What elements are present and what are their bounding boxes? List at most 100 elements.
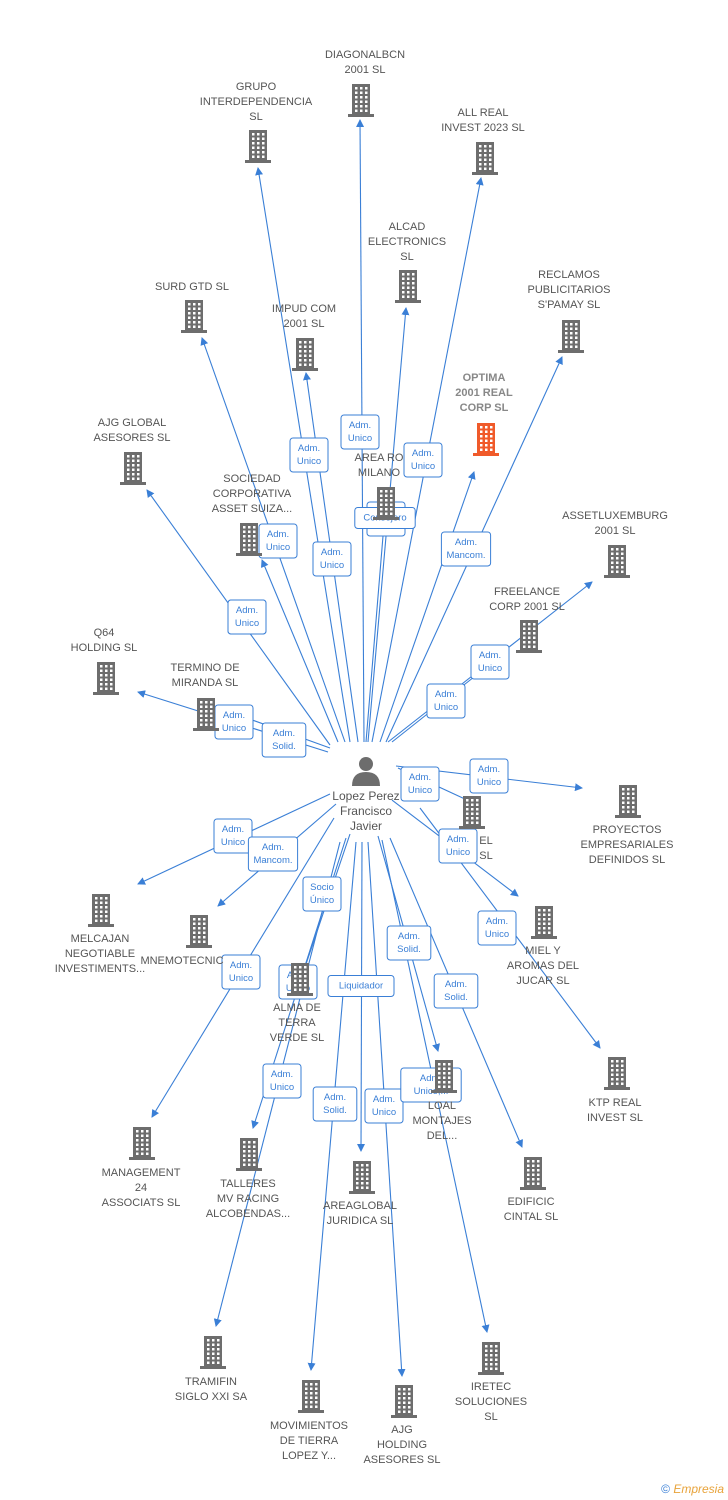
edge-label-tramifin[interactable]: Adm.Unico [262, 1063, 302, 1099]
company-name-line: AJG GLOBAL [98, 417, 166, 429]
company-node-melcajan[interactable]: MELCAJANNEGOTIABLEINVESTIMENTS... [55, 894, 145, 975]
edge-label-termino-miranda[interactable]: Adm.Solid. [261, 722, 307, 758]
edge-label-text: Adm. [478, 764, 500, 775]
edge-label-diagonalbcn[interactable]: Adm.Unico [340, 414, 380, 450]
edge-label-box [340, 414, 380, 450]
edge-label-movimientos-tierra[interactable]: Adm.Solid. [312, 1086, 358, 1122]
edge-label-all-real-invest[interactable]: Adm.Unico [403, 442, 443, 478]
company-name-line: AROMAS DEL [507, 960, 579, 972]
edge-label-q64-holding[interactable]: Adm.Unico [214, 704, 254, 740]
edge-label-optima-2001[interactable]: Adm.Mancom. [440, 531, 492, 567]
company-name-line: SOCIEDAD [223, 473, 281, 485]
company-node-loal-montajes[interactable]: LOALMONTAJESDEL... [412, 1060, 472, 1142]
company-name-line: SL [400, 251, 413, 263]
company-node-sociedad-corporativa[interactable]: SOCIEDAD CORPORATIVA ASSET SUIZA... [212, 473, 293, 556]
company-node-mnemotecnic[interactable]: MNEMOTECNIC [140, 915, 224, 967]
company-node-surd-gtd[interactable]: SURD GTD SL [155, 281, 229, 333]
edge-label-sociedad-corporativa[interactable]: Adm.Unico [258, 523, 298, 559]
building-icon [516, 620, 542, 653]
company-name-line: CORPORATIVA [213, 488, 292, 500]
edge-label-melcajan[interactable]: Adm.Unico [213, 818, 253, 854]
edge-label-el-sl[interactable]: Adm.Unico [400, 766, 440, 802]
edge-label-loal-montajes[interactable]: Adm.Solid. [386, 925, 432, 961]
edge-label-assetluxemburg[interactable]: Adm.Unico [470, 644, 510, 680]
company-name-line: SL [249, 111, 262, 123]
edge-label-text: Adm. [479, 650, 501, 661]
edge-label-miel-aromas[interactable]: Adm.Unico [438, 828, 478, 864]
edge-label-ktp-real[interactable]: Adm.Unico [477, 910, 517, 946]
building-icon [88, 894, 114, 927]
building-icon [120, 452, 146, 485]
edge-area-ro-milano [365, 523, 388, 743]
edge-label-text: Adm. [445, 979, 467, 990]
edge-label-text: Adm. [486, 916, 508, 927]
edge-label-box [327, 975, 395, 997]
company-name-line: Q64 [94, 627, 115, 639]
company-name-line: JURIDICA SL [327, 1215, 394, 1227]
copyright-footer[interactable]: © Empresia [661, 1482, 724, 1496]
edge-label-text: Solid. [323, 1105, 347, 1116]
edge-label-grupo-interdependencia[interactable]: Adm.Unico [289, 437, 329, 473]
company-name-line: SOLUCIONES [455, 1396, 527, 1408]
company-name-line: TERMINO DE [170, 662, 239, 674]
edge-label-text: Unico [446, 847, 470, 858]
person-name-line: Lopez Perez [332, 789, 399, 803]
edge-label-box [261, 722, 307, 758]
company-name-line: 2001 REAL [455, 387, 513, 399]
edge-label-impud-com[interactable]: Adm.Unico [312, 541, 352, 577]
edge-label-text: Unico [229, 973, 253, 984]
edge-label-text: Socio [310, 882, 334, 893]
edge-label-areaglobal[interactable]: Liquidador [327, 975, 395, 997]
edge-label-box [433, 973, 479, 1009]
edge-label-edificic-cintal[interactable]: Adm.Solid. [433, 973, 479, 1009]
company-name-line: MANAGEMENT [102, 1167, 181, 1179]
edge-label-text: Mancom. [253, 855, 292, 866]
building-icon [298, 1380, 324, 1413]
company-name-line: INVEST SL [587, 1112, 643, 1124]
edge-label-management-24[interactable]: Adm.Unico [221, 954, 261, 990]
company-name-line: ALMA DE [273, 1002, 321, 1014]
edge-label-text: Adm. [373, 1094, 395, 1105]
edge-label-proyectos-empresariales[interactable]: Adm.Unico [469, 758, 509, 794]
edge-label-mnemotecnic[interactable]: Adm.Mancom. [247, 836, 299, 872]
edge-label-freelance-corp[interactable]: Adm.Unico [426, 683, 466, 719]
edge-label-box [289, 437, 329, 473]
company-name-line: EL [479, 835, 492, 847]
edge-label-ajg-global[interactable]: Adm.Unico [227, 599, 267, 635]
edge-label-text: Unico [434, 702, 458, 713]
company-name-line: ASSET SUIZA... [212, 503, 293, 515]
company-name-line: IRETEC [471, 1381, 511, 1393]
edge-label-ajg-holding[interactable]: Adm.Unico [364, 1088, 404, 1124]
company-name-line: ASSOCIATS SL [102, 1197, 181, 1209]
company-name-line: SIGLO XXI SA [175, 1391, 248, 1403]
building-icon [604, 545, 630, 578]
